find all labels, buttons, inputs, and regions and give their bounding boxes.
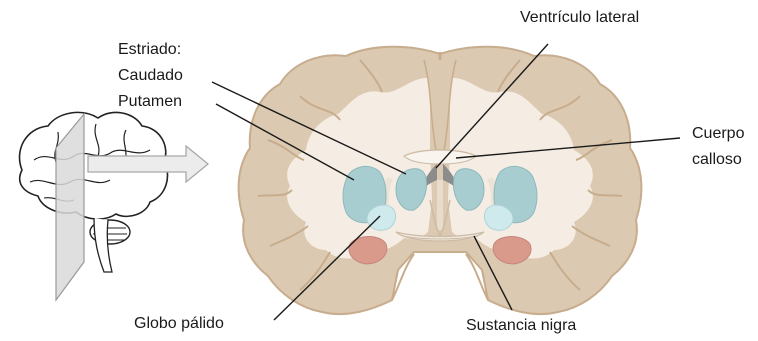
- label-cuerpo: Cuerpo: [692, 124, 744, 144]
- label-ventriculo-lateral: Ventrículo lateral: [520, 8, 639, 28]
- label-caudado: Caudado: [118, 66, 183, 86]
- label-sustancia-nigra: Sustancia nigra: [466, 316, 576, 336]
- brain-sagittal-icon: [20, 112, 168, 272]
- label-globo-palido: Globo pálido: [134, 314, 224, 334]
- label-estriado: Estriado:: [118, 40, 181, 60]
- label-putamen: Putamen: [118, 92, 182, 112]
- coronal-section: [239, 47, 642, 314]
- label-calloso: calloso: [692, 150, 742, 170]
